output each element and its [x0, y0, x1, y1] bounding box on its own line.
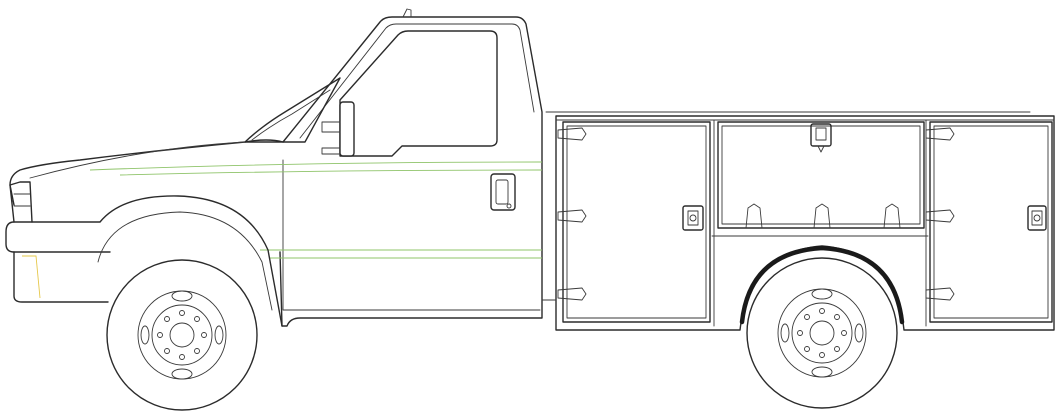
cab: [9, 8, 543, 327]
antenna: [402, 8, 412, 18]
t-handle-latch: [682, 205, 704, 231]
front-fender: [31, 195, 283, 327]
rear-compartment-door: [925, 121, 1053, 323]
cab-outline: [279, 16, 543, 327]
mirror-arm: [321, 121, 341, 155]
service-body: [545, 111, 1055, 331]
t-handle-latch: [810, 123, 832, 147]
body-line-upper-2: [119, 169, 543, 176]
door-lock: [506, 203, 512, 209]
cab-roof-inner: [299, 23, 535, 139]
top-compartment-door: [711, 121, 929, 237]
rear-fender-liner: [739, 245, 905, 325]
side-mirror: [339, 101, 355, 157]
bumper-marker: [22, 255, 41, 299]
windshield-inner: [251, 89, 331, 141]
hood-crease: [29, 141, 246, 179]
body-line-upper: [89, 161, 543, 171]
front-wheel: [106, 259, 258, 411]
front-fender-inner: [97, 211, 273, 311]
hinge: [557, 127, 587, 141]
door-handle: [490, 173, 516, 211]
front-bumper: [5, 221, 111, 253]
door-handle-inner: [495, 179, 509, 205]
hood: [9, 139, 284, 206]
grille: [9, 181, 33, 223]
rear-wheel-lugs: [797, 308, 847, 358]
side-window: [339, 30, 498, 157]
front-wheel-lugs: [157, 310, 207, 360]
front-compartment-door: [557, 121, 711, 323]
t-handle-latch: [1027, 205, 1047, 231]
grille-bars: [13, 193, 31, 207]
compartment-divider: [713, 119, 927, 327]
cab-door: [282, 159, 541, 311]
hinge: [557, 209, 587, 223]
service-body-top: [545, 111, 1055, 121]
front-end: [5, 181, 283, 327]
rear-wheel: [746, 257, 898, 409]
hinge: [813, 203, 831, 229]
front-valance: [13, 251, 109, 303]
hinge: [883, 203, 901, 229]
hinge: [745, 203, 763, 229]
windshield: [244, 77, 341, 143]
hinge: [557, 287, 587, 301]
